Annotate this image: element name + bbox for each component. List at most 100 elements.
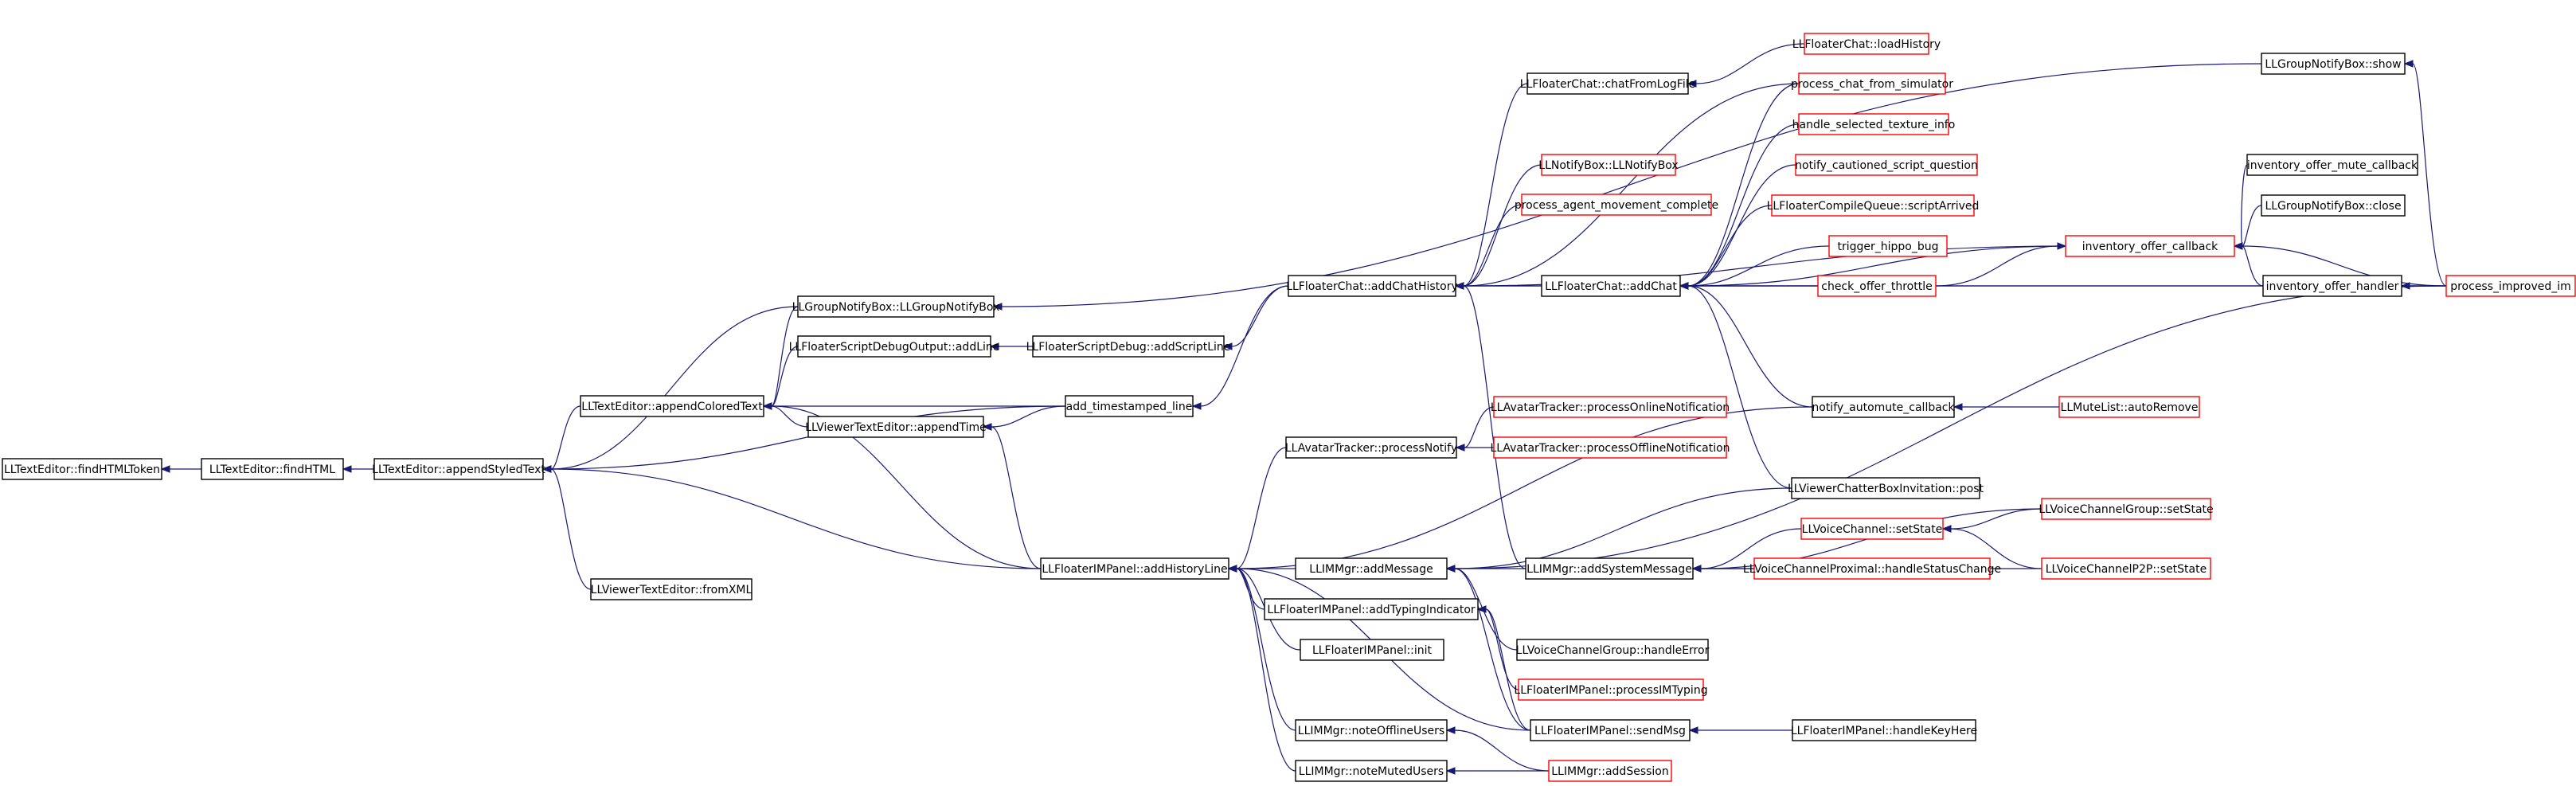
node-box[interactable] [1295, 719, 1448, 741]
node-box[interactable] [1541, 154, 1676, 176]
node-n30[interactable]: LLAvatarTracker::processOfflineNotificat… [1490, 436, 1730, 459]
node-n2[interactable]: LLTextEditor::appendStyledText [372, 458, 545, 480]
node-n9[interactable]: add_timestamped_line [1065, 395, 1194, 417]
node-box[interactable] [1521, 194, 1712, 216]
node-n35[interactable]: LLFloaterIMPanel::processIMTyping [1514, 678, 1708, 701]
node-n8[interactable]: LLFloaterScriptDebug::addScriptLine [1026, 335, 1231, 358]
node-box[interactable] [1295, 760, 1448, 782]
node-box[interactable] [1040, 557, 1229, 580]
node-box[interactable] [1753, 557, 1991, 580]
node-n23[interactable]: handle_selected_texture_info [1792, 113, 1956, 135]
node-box[interactable] [1541, 275, 1681, 297]
node-n49[interactable]: LLFloaterIMPanel::handleKeyHere [1791, 719, 1977, 741]
node-n7[interactable]: LLViewerTextEditor::fromXML [590, 578, 752, 600]
node-n26[interactable]: trigger_hippo_bug [1828, 235, 1948, 257]
node-n4[interactable]: LLFloaterScriptDebugOutput::addLine [789, 335, 1000, 358]
node-n37[interactable]: LLIMMgr::addSession [1548, 760, 1672, 782]
node-n25[interactable]: LLFloaterCompileQueue::scriptArrived [1767, 194, 1980, 217]
node-box[interactable] [2058, 396, 2200, 418]
node-box[interactable] [797, 335, 991, 358]
node-box[interactable] [1295, 557, 1448, 580]
node-box[interactable] [580, 395, 764, 417]
node-n3[interactable]: LLGroupNotifyBox::LLGroupNotifyBox [792, 295, 1000, 318]
node-n40[interactable]: LLGroupNotifyBox::close [2261, 194, 2406, 217]
node-box[interactable] [1800, 518, 1944, 540]
node-n28[interactable]: LLFloaterChat::addChat [1541, 275, 1681, 297]
node-box[interactable] [1771, 194, 1975, 217]
node-n46[interactable]: LLVoiceChannelGroup::setState [2039, 498, 2214, 520]
node-box[interactable] [1791, 477, 1980, 499]
node-n11[interactable]: LLFloaterChat::addChatHistory [1286, 275, 1458, 297]
node-n1[interactable]: LLTextEditor::findHTML [201, 458, 344, 480]
node-n45[interactable]: LLVoiceChannel::setState [1800, 518, 1944, 540]
node-n32[interactable]: LLViewerChatterBoxInvitation::post [1788, 477, 1984, 499]
node-box[interactable] [373, 458, 544, 480]
node-box[interactable] [2262, 275, 2402, 297]
node-box[interactable] [797, 295, 995, 318]
node-box[interactable] [2246, 154, 2418, 176]
node-box[interactable] [1798, 113, 1949, 135]
node-box[interactable] [1798, 72, 1946, 95]
node-n48[interactable]: LLVoiceChannelP2P::setState [2041, 557, 2211, 580]
node-n5[interactable]: LLTextEditor::appendColoredText [580, 395, 764, 417]
node-n47[interactable]: LLVoiceChannelProximal::handleStatusChan… [1743, 557, 2001, 580]
node-box[interactable] [2261, 194, 2406, 217]
node-n14[interactable]: process_agent_movement_complete [1515, 194, 1718, 216]
node-n31[interactable]: notify_automute_callback [1812, 396, 1956, 418]
node-box[interactable] [1288, 275, 1456, 297]
node-box[interactable] [1300, 639, 1444, 661]
node-n34[interactable]: LLVoiceChannelGroup::handleError [1516, 639, 1710, 661]
node-box[interactable] [590, 578, 752, 600]
node-box[interactable] [2, 458, 162, 480]
node-box[interactable] [2065, 235, 2235, 257]
node-n20[interactable]: LLIMMgr::noteMutedUsers [1295, 760, 1448, 782]
node-n17[interactable]: LLFloaterIMPanel::addTypingIndicator [1264, 598, 1479, 620]
node-box[interactable] [2041, 498, 2211, 520]
node-n18[interactable]: LLFloaterIMPanel::init [1300, 639, 1444, 661]
node-box[interactable] [807, 416, 984, 438]
node-n0[interactable]: LLTextEditor::findHTMLToken [2, 458, 162, 480]
node-box[interactable] [1493, 396, 1727, 418]
node-box[interactable] [2041, 557, 2211, 580]
node-box[interactable] [1032, 335, 1225, 358]
node-box[interactable] [1526, 72, 1689, 95]
node-n27[interactable]: check_offer_throttle [1817, 275, 1937, 297]
node-box[interactable] [1518, 678, 1704, 701]
node-box[interactable] [1264, 598, 1479, 620]
node-n6[interactable]: LLViewerTextEditor::appendTime [805, 416, 987, 438]
node-n24[interactable]: notify_cautioned_script_question [1795, 154, 1978, 176]
node-n38[interactable]: LLGroupNotifyBox::show [2261, 53, 2406, 75]
node-box[interactable] [1828, 235, 1948, 257]
node-box[interactable] [1493, 436, 1727, 459]
node-box[interactable] [1817, 275, 1937, 297]
node-n43[interactable]: process_improved_im [2445, 275, 2576, 297]
node-box[interactable] [1795, 154, 1978, 176]
node-n29[interactable]: LLAvatarTracker::processOnlineNotificati… [1491, 396, 1730, 418]
node-n10[interactable]: LLFloaterIMPanel::addHistoryLine [1040, 557, 1229, 580]
node-box[interactable] [201, 458, 344, 480]
node-n39[interactable]: inventory_offer_mute_callback [2246, 154, 2418, 176]
node-n19[interactable]: LLIMMgr::noteOfflineUsers [1295, 719, 1448, 741]
node-box[interactable] [1792, 719, 1976, 741]
node-box[interactable] [1804, 33, 1929, 55]
node-box[interactable] [1530, 719, 1691, 741]
node-box[interactable] [1516, 639, 1709, 661]
node-n12[interactable]: LLFloaterChat::chatFromLogFile [1520, 72, 1695, 95]
node-n36[interactable]: LLFloaterIMPanel::sendMsg [1530, 719, 1691, 741]
node-n13[interactable]: LLNotifyBox::LLNotifyBox [1538, 154, 1679, 176]
node-n42[interactable]: inventory_offer_handler [2262, 275, 2402, 297]
node-n33[interactable]: LLIMMgr::addSystemMessage [1525, 557, 1694, 580]
node-box[interactable] [1548, 760, 1672, 782]
node-n44[interactable]: LLMuteList::autoRemove [2058, 396, 2200, 418]
node-n21[interactable]: LLFloaterChat::loadHistory [1792, 33, 1941, 55]
node-box[interactable] [1285, 436, 1457, 459]
node-n22[interactable]: process_chat_from_simulator [1791, 72, 1953, 95]
node-box[interactable] [2261, 53, 2406, 75]
node-box[interactable] [1065, 395, 1194, 417]
node-box[interactable] [2445, 275, 2576, 297]
node-box[interactable] [1525, 557, 1694, 580]
node-n15[interactable]: LLAvatarTracker::processNotify [1285, 436, 1457, 459]
node-n16[interactable]: LLIMMgr::addMessage [1295, 557, 1448, 580]
node-n41[interactable]: inventory_offer_callback [2065, 235, 2235, 257]
node-box[interactable] [1812, 396, 1955, 418]
